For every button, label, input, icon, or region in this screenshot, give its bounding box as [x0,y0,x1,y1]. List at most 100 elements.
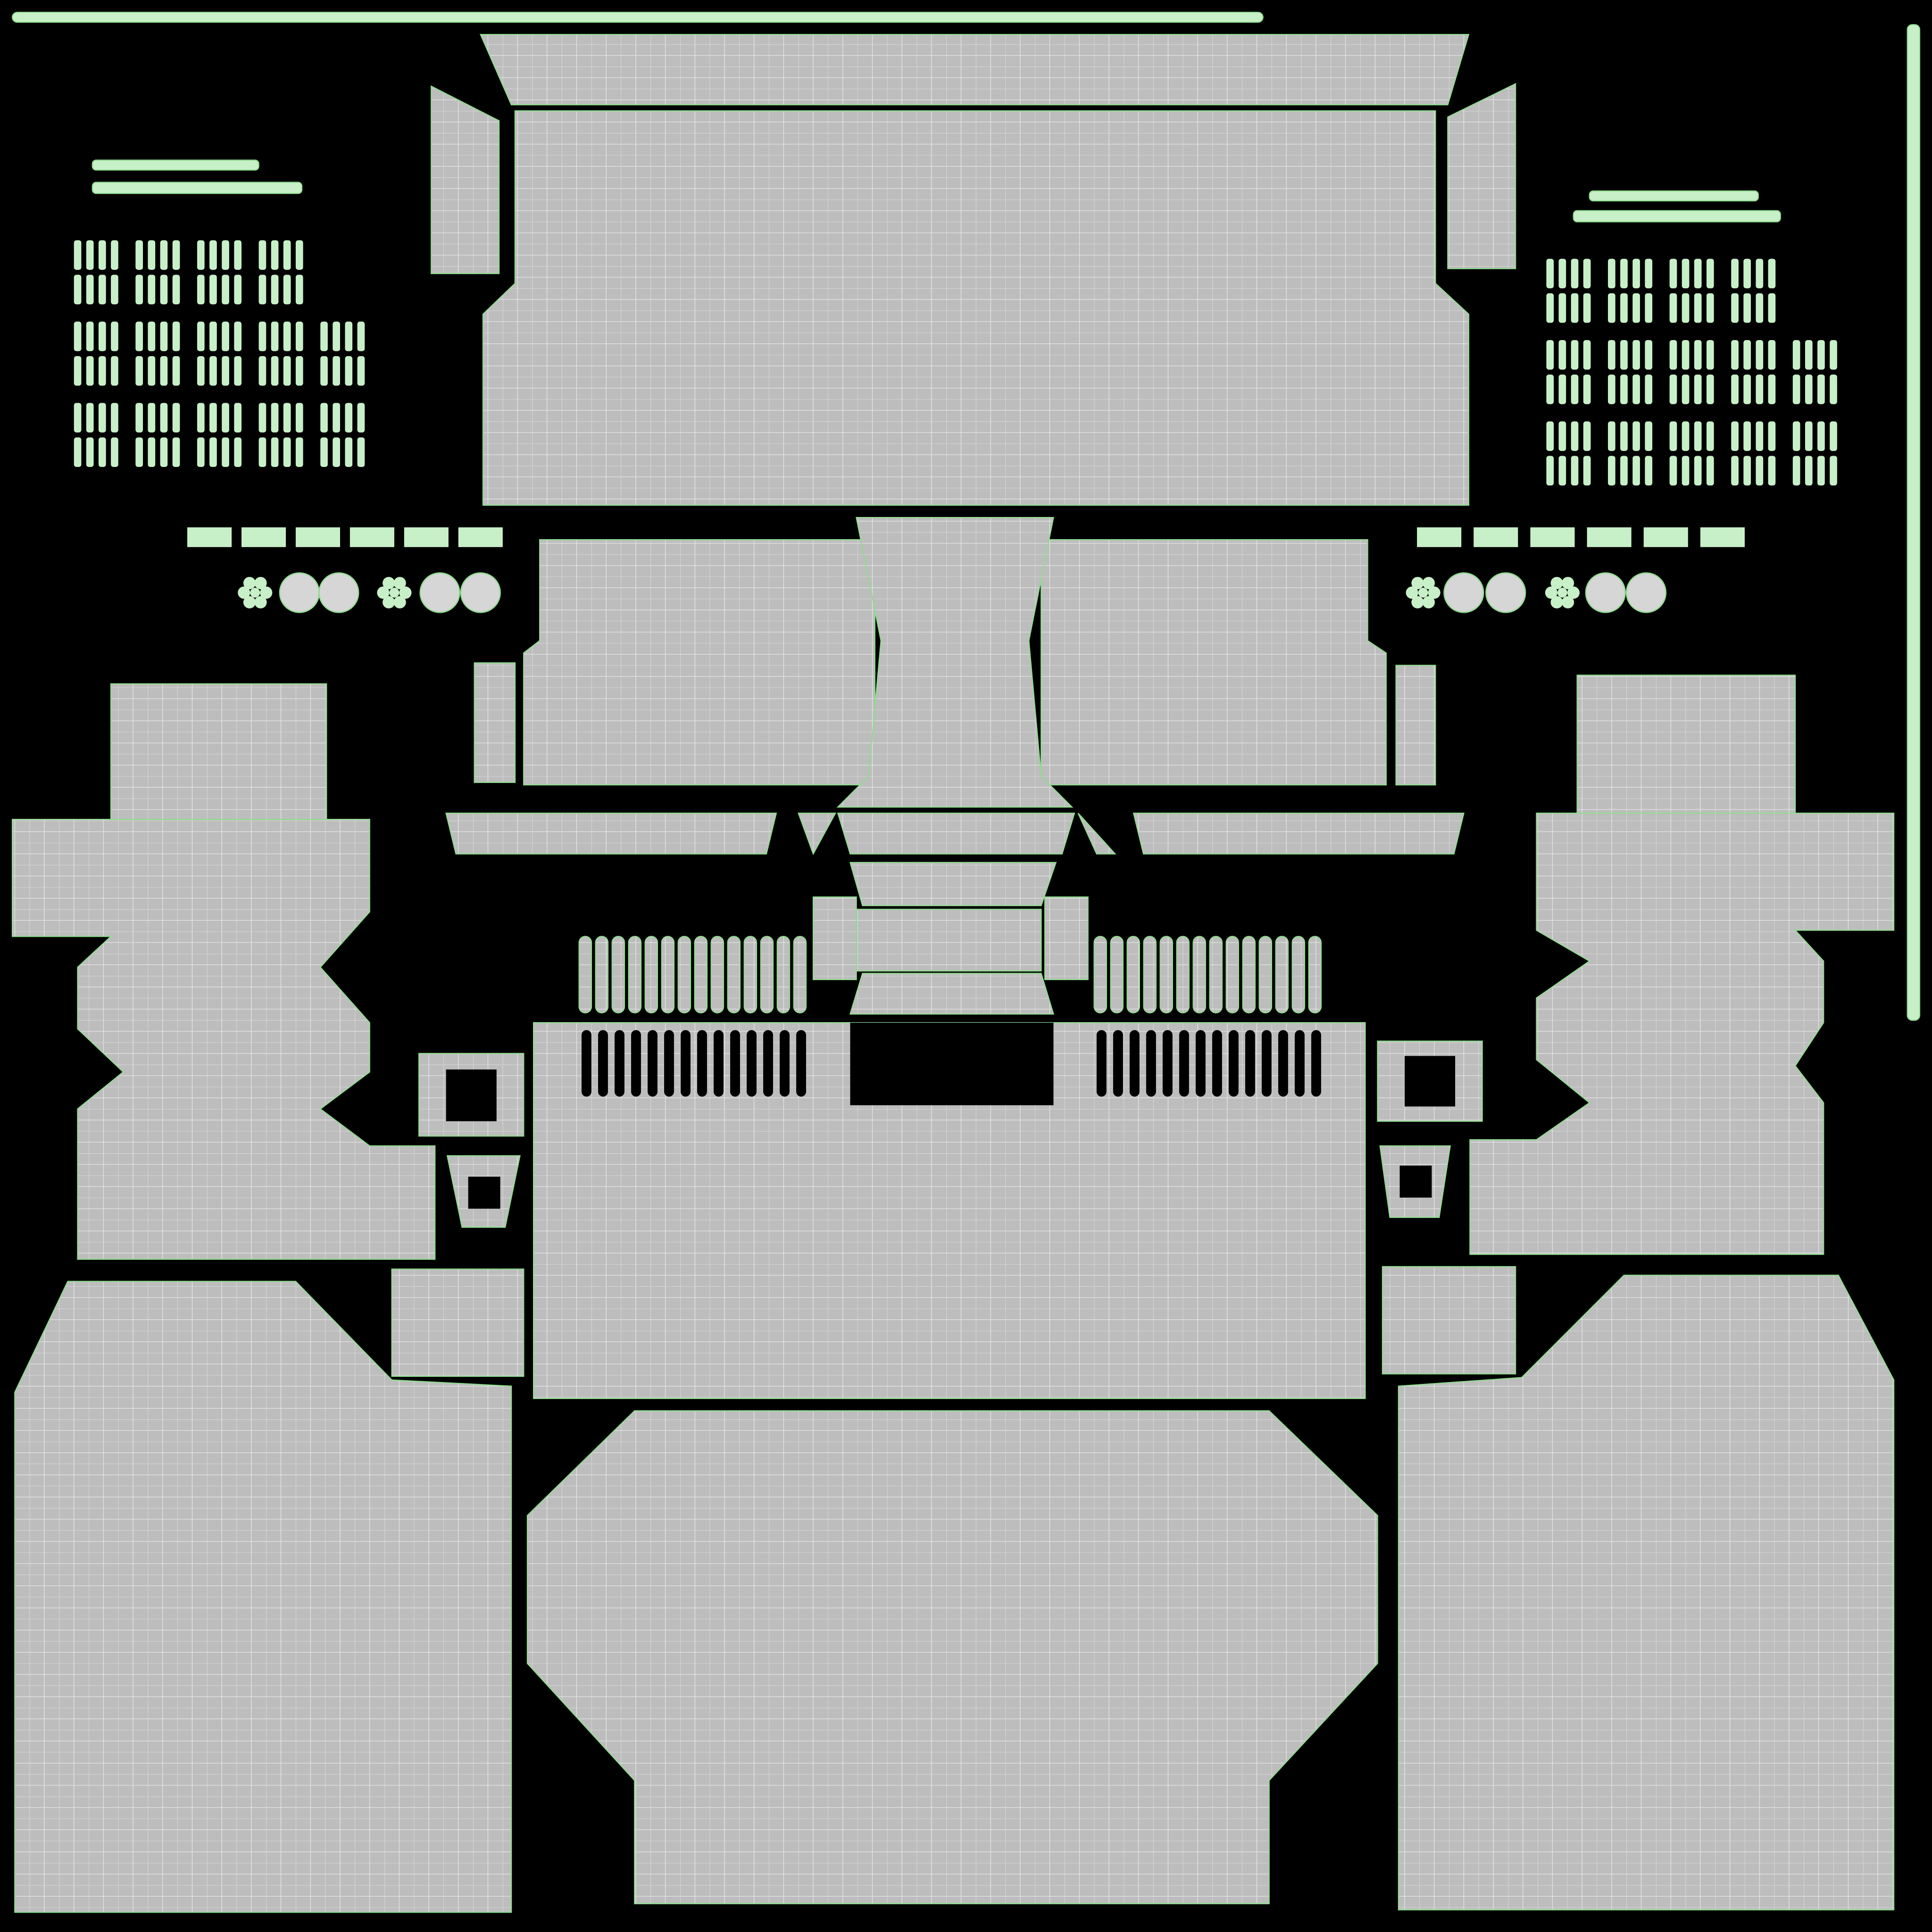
uv-small-part [209,275,217,305]
uv-flower-part [1562,596,1574,608]
uv-small-part [1706,456,1714,486]
uv-island-fin [793,936,807,1014]
uv-small-part [111,403,118,433]
uv-hole [1228,1030,1239,1097]
uv-island-strip [1573,210,1781,223]
uv-small-part [1706,340,1714,370]
uv-small-part [135,275,143,305]
uv-small-part [1583,293,1591,323]
uv-small-part [1571,375,1579,404]
uv-small-part [1558,456,1566,486]
uv-small-part [197,356,205,386]
uv-small-part [209,356,217,386]
uv-small-part [234,240,242,270]
uv-hole [780,1030,790,1097]
uv-small-part [1632,421,1640,451]
uv-flower-part [1545,586,1557,599]
uv-small-part [172,403,180,433]
uv-disc [279,572,320,613]
uv-small-part [283,275,291,305]
uv-island-fin [677,936,691,1014]
uv-island-right-body [1469,812,1895,1255]
uv-small-part [197,275,205,305]
uv-disc [1585,572,1626,613]
uv-hole [468,1176,500,1209]
uv-small-part [1620,293,1628,323]
uv-small-part [1645,456,1653,486]
uv-island-fin [578,936,592,1014]
uv-hole [1399,1166,1432,1198]
uv-bracket [404,527,449,547]
uv-island-side [812,896,857,980]
uv-small-part [1571,340,1579,370]
uv-small-part [333,356,340,386]
uv-bracket [350,527,394,547]
uv-small-part [1607,293,1616,323]
uv-small-part [333,403,340,433]
uv-small-part [1706,293,1714,323]
uv-small-part [160,356,168,386]
uv-small-part [234,403,242,433]
uv-small-part [111,240,118,270]
uv-small-part [1546,421,1554,451]
uv-small-part [258,356,266,386]
uv-flower-part [393,596,406,608]
uv-hole [631,1030,641,1097]
uv-island-fin [727,936,741,1014]
uv-small-part [1669,456,1677,486]
uv-small-part [1830,421,1837,451]
uv-disc [1443,572,1484,613]
uv-hole [614,1030,625,1097]
uv-small-part [98,437,106,467]
uv-small-part [209,437,217,467]
uv-small-part [222,321,229,351]
uv-small-part [1756,375,1764,404]
uv-island-mid-right [1041,539,1387,786]
uv-small-part [1607,375,1616,404]
uv-small-part [135,240,143,270]
uv-small-part [148,275,156,305]
uv-small-part [271,356,279,386]
uv-island-fin [1126,936,1140,1014]
uv-small-part [98,275,106,305]
uv-hole [647,1030,658,1097]
uv-small-part [345,356,353,386]
uv-island-trim [1077,813,1116,855]
uv-small-part [1830,375,1837,404]
uv-small-part [1583,340,1591,370]
uv-small-part [148,321,156,351]
uv-island-fin [1242,936,1256,1014]
uv-small-part [1694,293,1702,323]
uv-flower-part [383,577,395,590]
uv-small-part [1546,456,1554,486]
uv-small-part [172,321,180,351]
uv-island-fin [1093,936,1107,1014]
uv-island-fin [1225,936,1240,1014]
uv-disc [318,572,359,613]
uv-small-part [1792,456,1800,486]
uv-small-part [1632,293,1640,323]
uv-island-trim [837,812,1075,855]
uv-small-part [234,437,242,467]
uv-small-part [148,403,156,433]
uv-small-part [1706,421,1714,451]
uv-hole [747,1030,757,1097]
uv-small-part [1645,340,1653,370]
uv-small-part [74,240,82,270]
uv-small-part [172,356,180,386]
uv-island-strip [11,11,1264,23]
uv-small-part [1558,421,1566,451]
uv-island-mid-left [523,539,875,786]
uv-small-part [1583,421,1591,451]
uv-small-part [1583,258,1591,289]
uv-bracket [1700,527,1745,547]
uv-small-part [1645,375,1653,404]
uv-small-part [197,321,205,351]
uv-small-part [222,403,229,433]
uv-small-part [148,437,156,467]
uv-flower-part [260,586,273,599]
uv-small-part [1682,421,1690,451]
uv-small-part [1830,340,1837,370]
uv-hole [1404,1056,1456,1107]
uv-hole [664,1030,674,1097]
